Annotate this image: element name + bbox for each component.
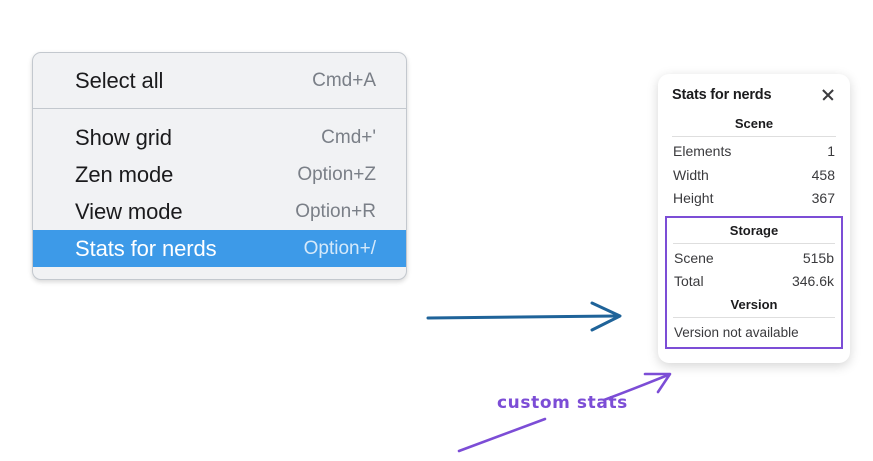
section-divider [672,136,836,137]
menu-item-show-grid[interactable]: Show grid Cmd+' [33,119,406,156]
menu-item-view-mode[interactable]: View mode Option+R [33,193,406,230]
stats-for-nerds-panel: Stats for nerds Scene Elements 1 Width 4… [658,74,850,363]
callout-underline [457,417,547,453]
stat-row: Height 367 [672,187,836,211]
stat-row: Elements 1 [672,140,836,164]
section-heading: Scene [734,116,774,131]
menu-item-stats-for-nerds[interactable]: Stats for nerds Option+/ [33,230,406,267]
section-heading: Version [730,296,778,312]
canvas-context-menu[interactable]: Select all Cmd+A Show grid Cmd+' Zen mod… [32,52,407,280]
stat-row: Total 346.6k [673,270,835,294]
menu-item-label: Show grid [75,124,172,150]
menu-item-shortcut: Cmd+A [312,69,376,91]
menu-item-shortcut: Option+R [295,200,376,222]
custom-stats-highlight-box: Storage Scene 515b Total 346.6k Version … [665,215,843,349]
stat-value: 1 [827,143,835,159]
flow-arrow-menu-to-panel [426,301,622,332]
menu-item-select-all[interactable]: Select all Cmd+A [33,62,406,99]
stat-row: Scene 515b [673,247,835,271]
menu-item-shortcut: Option+/ [303,237,376,259]
close-icon[interactable] [820,87,836,103]
menu-item-label: Stats for nerds [75,235,217,261]
menu-item-label: Select all [75,67,164,93]
handwritten-annotation-label: custom stats [497,393,628,413]
stats-panel-title: Stats for nerds [672,87,772,103]
stat-value: 346.6k [791,273,834,289]
stat-key: Elements [673,143,732,159]
menu-item-label: View mode [75,198,183,224]
stat-value: 458 [811,166,835,183]
menu-group-selection: Select all Cmd+A [33,53,406,108]
stat-key: Height [673,190,714,206]
section-heading: Storage [729,222,779,238]
stats-section-storage: Storage Scene 515b Total 346.6k [673,220,835,294]
stat-value: 515b [802,249,834,266]
stat-key: Total [674,273,704,289]
stat-key: Width [673,166,709,183]
stats-section-version: Version Version not available [673,294,835,342]
menu-item-zen-mode[interactable]: Zen mode Option+Z [33,156,406,193]
stat-value: 367 [811,190,835,206]
stats-panel-header: Stats for nerds [672,87,836,103]
stats-section-scene: Scene Elements 1 Width 458 Height 367 [672,113,836,211]
menu-divider [33,108,406,109]
version-not-available-text: Version not available [674,324,799,340]
menu-item-shortcut: Option+Z [297,163,376,185]
menu-item-shortcut: Cmd+' [321,126,376,148]
section-divider [673,316,835,318]
section-divider [673,242,835,244]
menu-item-label: Zen mode [75,161,174,187]
stat-key: Scene [674,249,714,266]
stat-row: Width 458 [672,164,836,188]
menu-group-view: Show grid Cmd+' Zen mode Option+Z View m… [33,109,406,279]
